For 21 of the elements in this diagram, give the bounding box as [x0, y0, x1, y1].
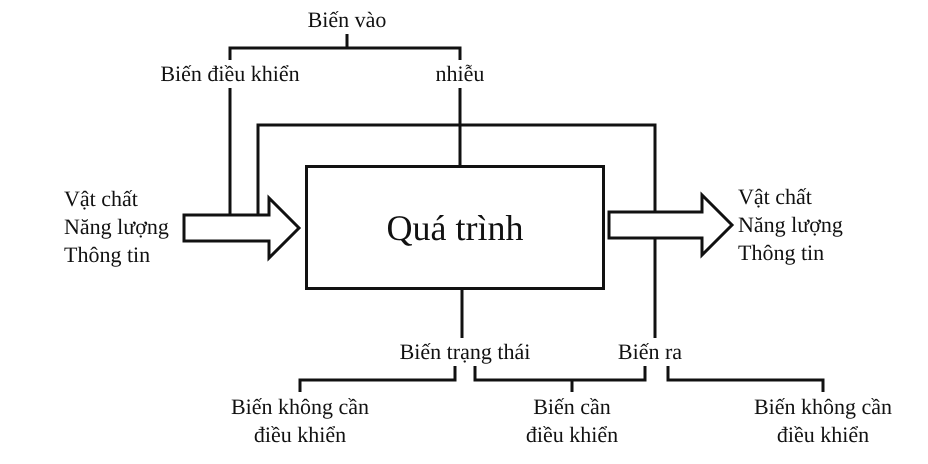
connector-line — [298, 366, 456, 392]
connector-line — [666, 366, 824, 392]
node-label: Vật chất Năng lượng Thông tin — [738, 182, 858, 268]
node-label: Biến vào — [297, 6, 397, 34]
node-label: Biến không cần điều khiển — [738, 392, 908, 450]
node-label: nhiễu — [420, 60, 500, 88]
connector-line — [570, 366, 646, 392]
process-box: Quá trình — [305, 165, 605, 290]
connector-line — [228, 88, 232, 214]
node-label: Biến trạng thái — [392, 338, 538, 366]
node-label: Biến không cần điều khiển — [215, 392, 385, 450]
node-label: Biến điều khiển — [150, 60, 310, 88]
connector-line — [460, 290, 464, 338]
block-arrow — [608, 191, 734, 259]
connector-line — [346, 34, 462, 60]
connector-line — [256, 124, 656, 338]
node-label: Biến cần điều khiển — [512, 392, 632, 450]
node-label: Vật chất Năng lượng Thông tin — [64, 184, 180, 270]
block-arrow — [182, 194, 302, 262]
node-label: Biến ra — [610, 338, 690, 366]
connector-line — [458, 88, 462, 165]
